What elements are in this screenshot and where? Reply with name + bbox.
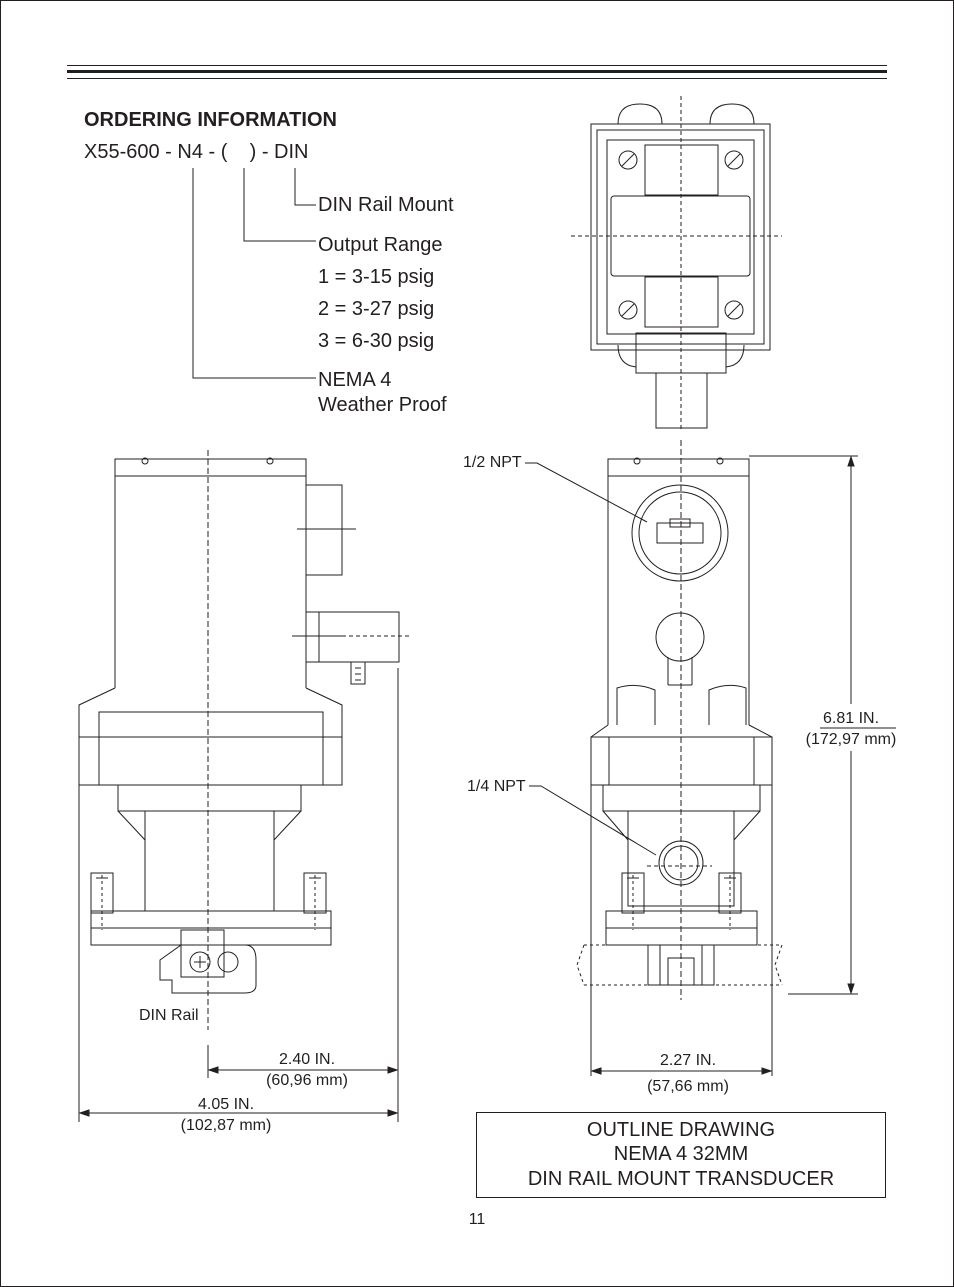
ordering-heading: ORDERING INFORMATION	[84, 109, 337, 131]
dimension-lines	[78, 455, 896, 1122]
din-rail-mount-label: DIN Rail Mount	[318, 194, 454, 216]
front-view	[576, 440, 783, 1000]
title-line-1: OUTLINE DRAWING	[586, 1119, 776, 1141]
npt-half-label: 1/2 NPT	[463, 454, 522, 471]
side-width-dimension-mm: (102,87 mm)	[180, 1117, 272, 1134]
header-rule-bottom	[67, 78, 887, 79]
offset-dimension-in: 2.40 IN.	[278, 1051, 336, 1068]
height-dimension-in: 6.81 IN.	[822, 710, 880, 727]
title-line-2: NEMA 4 32MM	[613, 1143, 749, 1165]
ordering-leaders	[192, 168, 316, 379]
npt-quarter-label: 1/4 NPT	[467, 778, 526, 795]
side-view	[78, 450, 410, 1030]
height-dimension-mm: (172,97 mm)	[805, 731, 897, 748]
page-number: 11	[468, 1211, 486, 1228]
front-width-dimension-mm: (57,66 mm)	[647, 1078, 729, 1095]
part-code: X55-600 - N4 - ( ) - DIN	[84, 141, 309, 163]
range-option-1: 1 = 3-15 psig	[318, 266, 435, 288]
output-range-label: Output Range	[318, 234, 443, 256]
offset-dimension-mm: (60,96 mm)	[266, 1072, 348, 1089]
header-rule-middle	[67, 70, 887, 73]
title-block: OUTLINE DRAWING NEMA 4 32MM DIN RAIL MOU…	[476, 1112, 886, 1198]
header-rule-top	[67, 65, 887, 66]
side-width-dimension-in: 4.05 IN.	[197, 1096, 255, 1113]
din-rail-label: DIN Rail	[139, 1007, 199, 1024]
title-line-3: DIN RAIL MOUNT TRANSDUCER	[527, 1168, 835, 1190]
top-view	[571, 96, 782, 432]
weather-proof-label: Weather Proof	[318, 394, 447, 416]
range-option-3: 3 = 6-30 psig	[318, 330, 435, 352]
front-width-dimension-in: 2.27 IN.	[659, 1052, 717, 1069]
range-option-2: 2 = 3-27 psig	[318, 298, 435, 320]
nema-4-label: NEMA 4	[318, 369, 392, 391]
